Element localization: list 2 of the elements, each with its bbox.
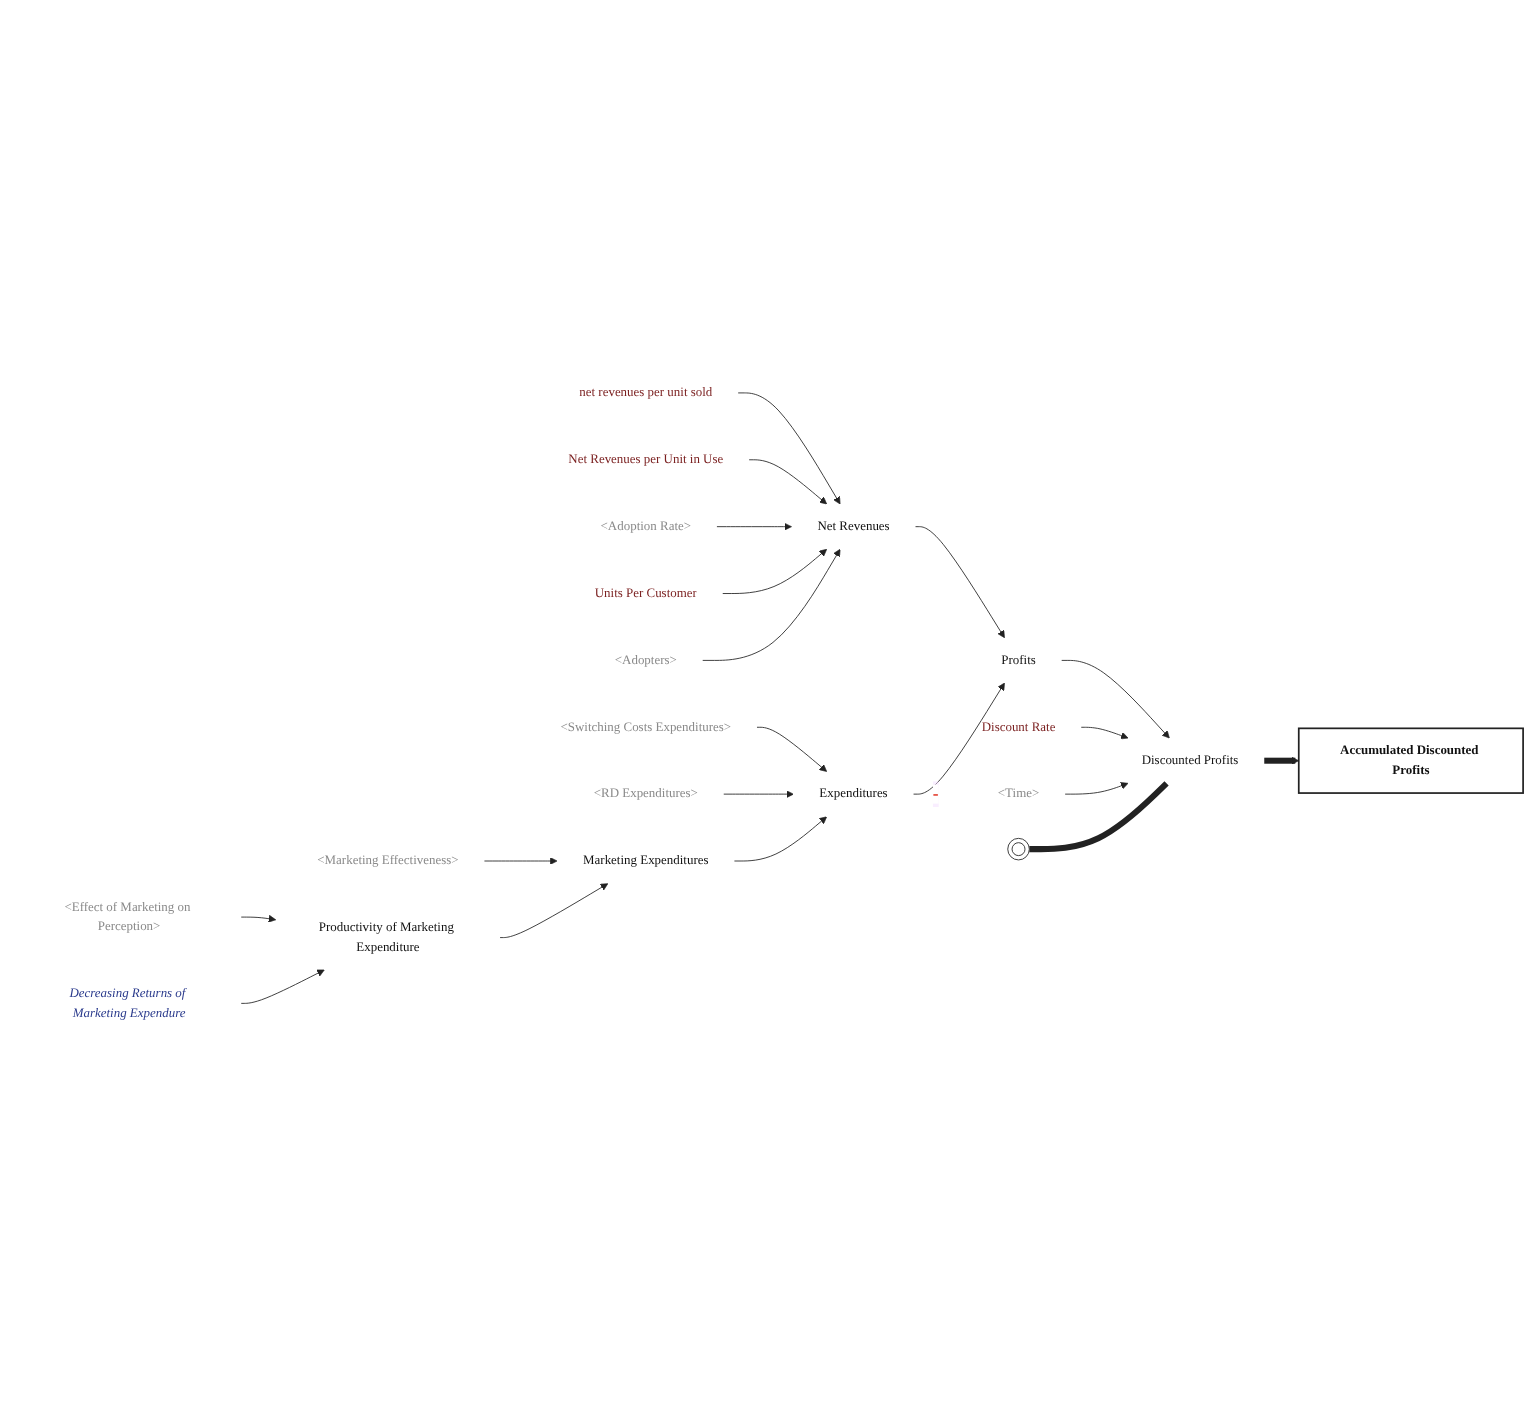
edge-label: - bbox=[931, 783, 938, 803]
arrow bbox=[1263, 755, 1299, 764]
